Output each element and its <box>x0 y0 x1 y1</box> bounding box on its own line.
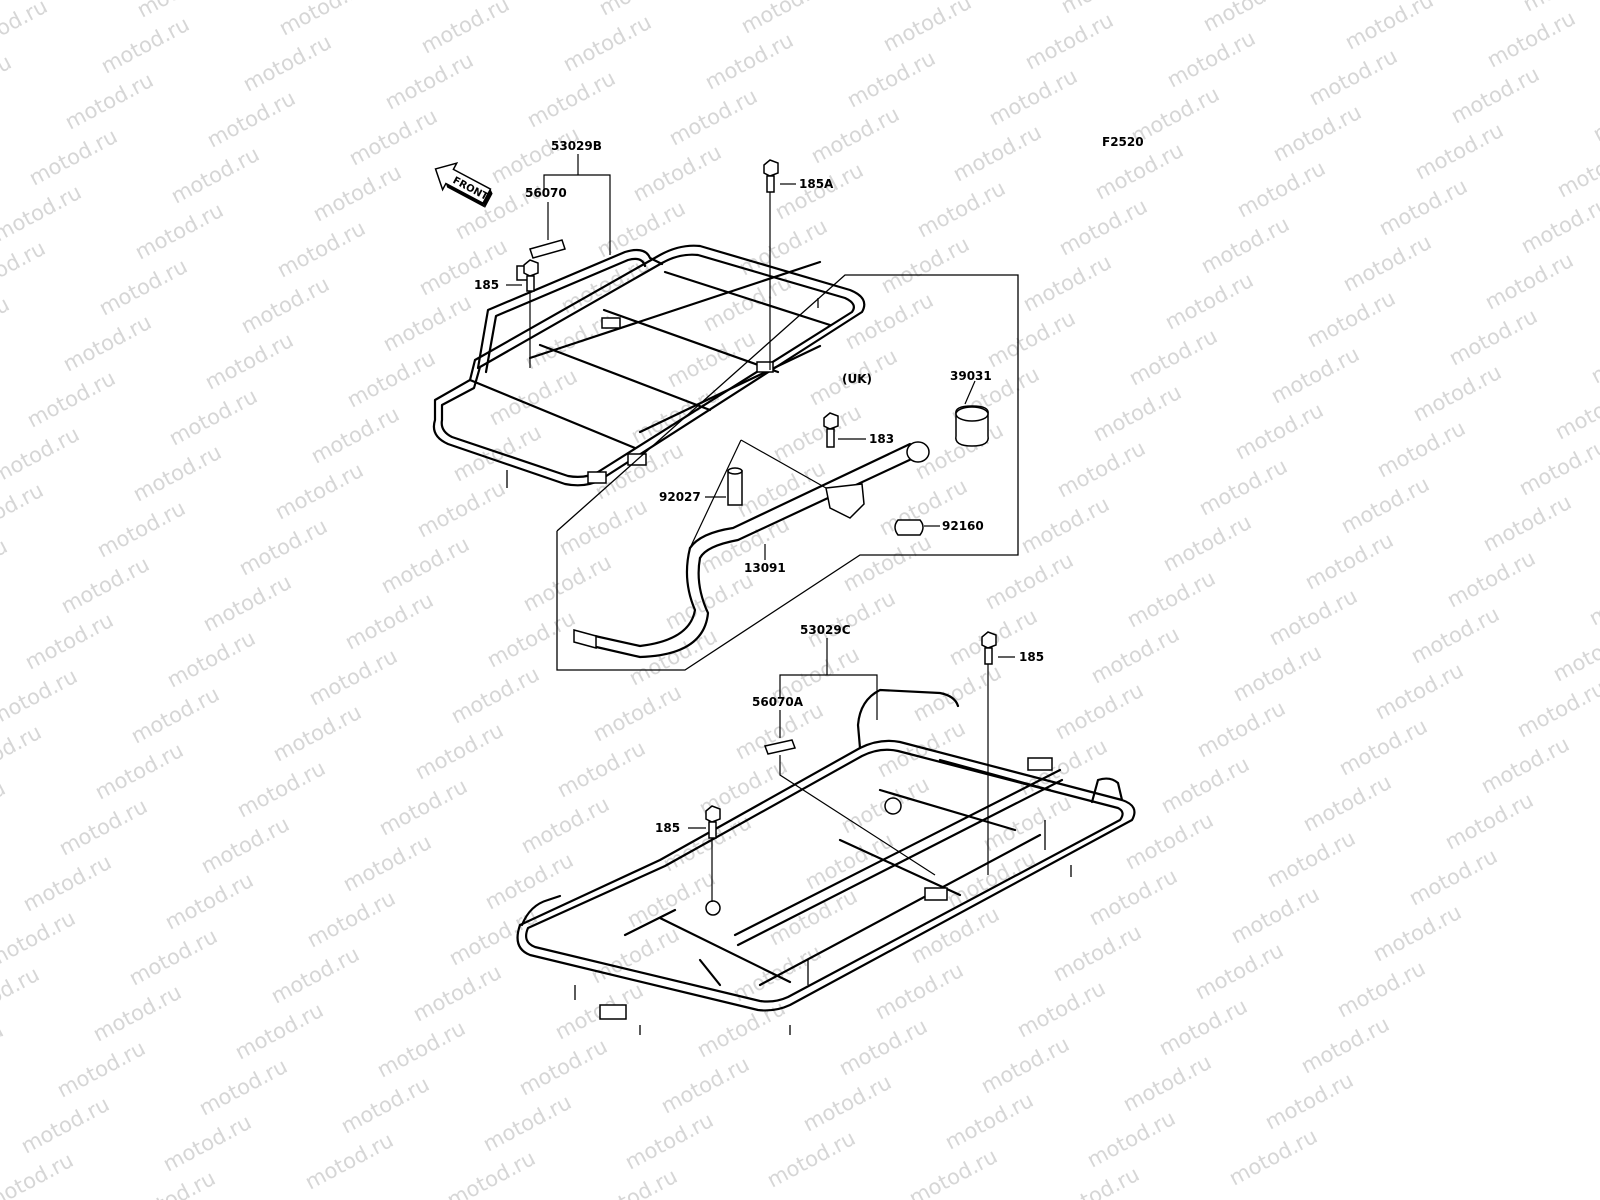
spacer-92027: 92027 <box>659 467 743 506</box>
watermark-text: motod.ru <box>0 50 15 116</box>
part-label-39031: 39031 <box>950 369 992 383</box>
watermark-text: motod.ru <box>0 478 47 544</box>
watermark-text: motod.ru <box>0 962 43 1028</box>
leader-53029C: 53029C 56070A <box>752 623 936 876</box>
watermark-text: motod.ru <box>301 1128 397 1194</box>
watermark-text: motod.ru <box>1517 192 1600 258</box>
part-label-56070: 56070 <box>525 186 567 200</box>
bolt-185-top-left: 185 <box>474 259 539 368</box>
watermark-text: motod.ru <box>0 180 85 246</box>
watermark-text: motod.ru <box>0 1018 7 1084</box>
watermark-text: motod.ru <box>1585 564 1600 630</box>
part-label-183: 183 <box>869 432 894 446</box>
bolt-185A: 185A <box>763 159 834 370</box>
watermark-text: motod.ru <box>1515 434 1600 500</box>
leader-53029B: 53029B 56070 <box>525 139 611 255</box>
pin-92160: 92160 <box>894 519 984 536</box>
part-label-185-top-left: 185 <box>474 278 499 292</box>
part-label-185-rear-right: 185 <box>1019 650 1044 664</box>
part-label-13091: 13091 <box>744 561 786 575</box>
front-carrier-drawing <box>432 239 866 488</box>
part-label-92160: 92160 <box>942 519 984 533</box>
bolt-183: 183 <box>823 412 894 448</box>
bolt-185-rear-left: 185 <box>655 805 721 902</box>
watermark-text: motod.ru <box>763 1126 859 1192</box>
inset-note-uk: (UK) <box>842 372 872 386</box>
part-label-56070A: 56070A <box>752 695 804 709</box>
part-label-185-rear-left: 185 <box>655 821 680 835</box>
bracket-13091: 13091 <box>573 439 930 659</box>
watermark-text: motod.ru <box>0 664 81 730</box>
watermark-text: motod.ru <box>0 720 45 786</box>
watermark-text: motod.ru <box>1553 136 1600 202</box>
watermark-text: motod.ru <box>0 1148 77 1200</box>
front-direction-arrow: FRONT <box>434 162 493 208</box>
part-label-92027: 92027 <box>659 490 701 504</box>
watermark-text: motod.ru <box>0 776 9 842</box>
watermark-text: motod.ru <box>1551 378 1600 444</box>
bolt-185-rear-right: 185 <box>981 631 1044 875</box>
watermark-text: motod.ru <box>1589 80 1600 146</box>
watermark-text: motod.ru <box>0 292 13 358</box>
part-label-185A: 185A <box>799 177 834 191</box>
watermark-text: motod.ru <box>0 534 11 600</box>
figure-code: F2520 <box>1102 135 1144 149</box>
watermark-text: motod.ru <box>1587 322 1600 388</box>
part-label-53029C: 53029C <box>800 623 851 637</box>
collar-39031: 39031 <box>950 369 992 447</box>
watermark-text: motod.ru <box>0 906 79 972</box>
part-label-53029B: 53029B <box>551 139 602 153</box>
watermark-text: motod.ru <box>1549 620 1600 686</box>
rear-carrier-drawing <box>516 688 1136 1035</box>
watermark-text: motod.ru <box>0 0 51 60</box>
watermark-text: motod.ru <box>1513 676 1600 742</box>
uk-inset-box: (UK) 39031 183 92027 92160 <box>556 274 1019 671</box>
watermark-text: motod.ru <box>1225 1124 1321 1190</box>
watermark-text: motod.ru <box>0 236 49 302</box>
watermark-text: motod.ru <box>0 422 83 488</box>
